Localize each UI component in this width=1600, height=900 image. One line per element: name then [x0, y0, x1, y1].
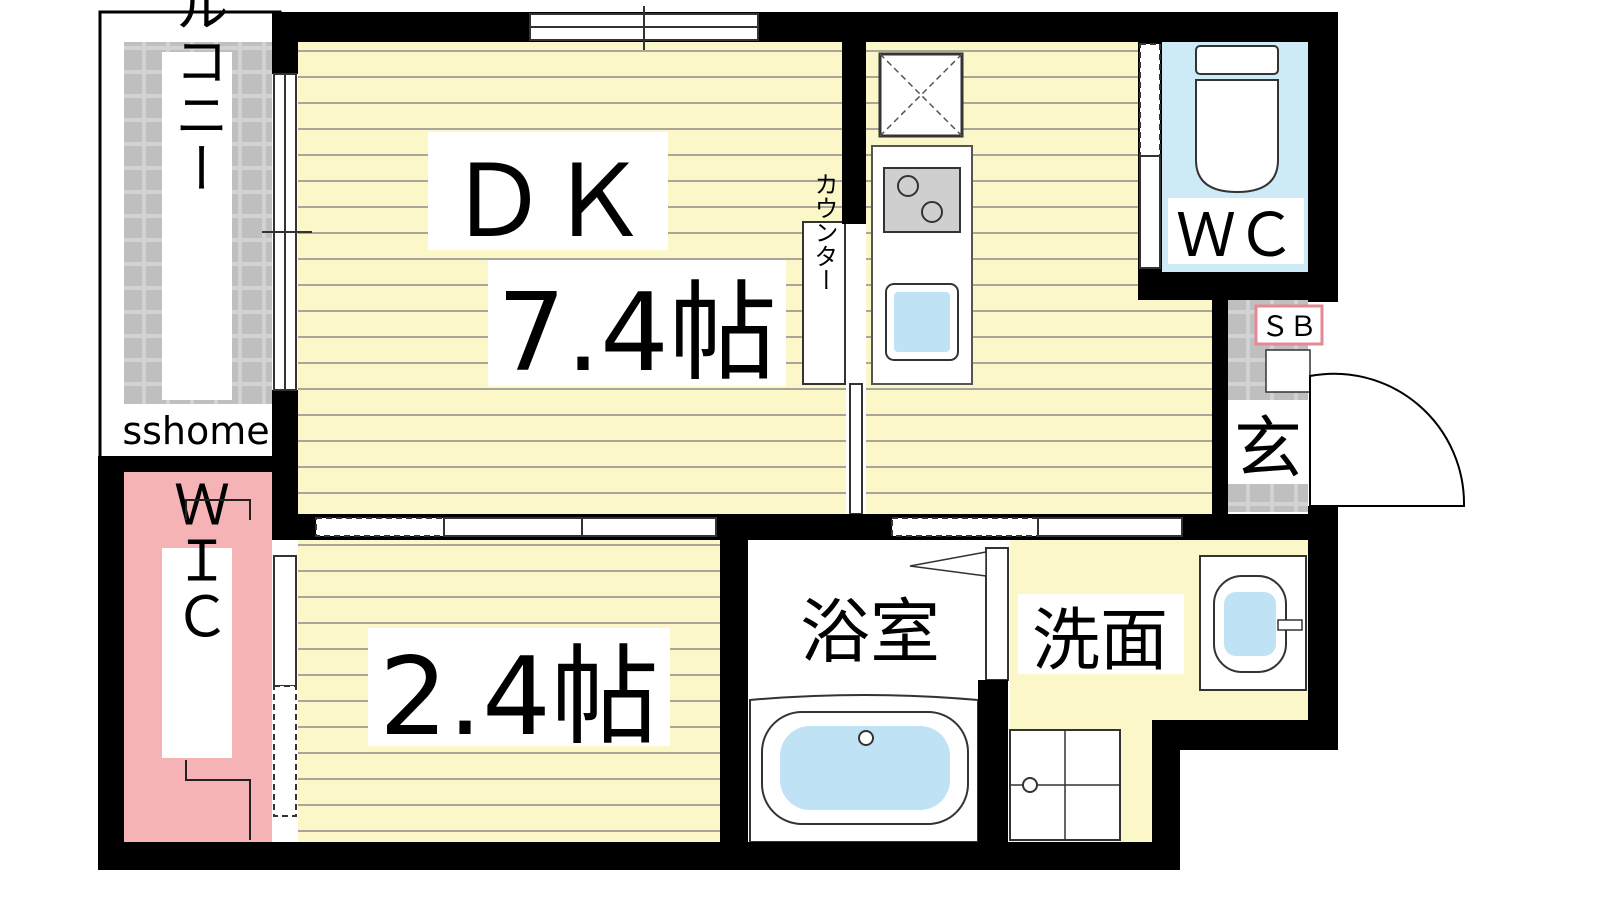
dk-size: 7.4帖	[497, 271, 777, 396]
watermark: sshome	[122, 409, 269, 453]
entrance-label: 玄	[1234, 410, 1302, 489]
washroom: 洗面	[1009, 540, 1308, 842]
shoe-box-label: ＳＢ	[1261, 310, 1317, 343]
kitchen: カウンター	[802, 52, 973, 515]
western-size: 2.4帖	[379, 635, 659, 760]
balcony-label: バルコニー	[166, 0, 229, 195]
bath-label: 浴室	[800, 591, 940, 673]
dk-room: ＤＫ 7.4帖	[298, 42, 1212, 514]
dk-label: ＤＫ	[448, 143, 648, 260]
counter-label: カウンター	[810, 172, 838, 292]
wic-label: ＷＩＣ	[165, 476, 230, 644]
openings	[262, 6, 1183, 817]
wc-label: ＷＣ	[1176, 201, 1296, 271]
washroom-label: 洗面	[1032, 602, 1168, 681]
bath-room: 浴室	[748, 540, 1009, 843]
western-room: 2.4帖	[298, 540, 720, 842]
entrance-area: ＳＢ 玄	[1228, 300, 1466, 512]
wic-room: ＷＩＣ	[124, 472, 272, 842]
entrance-door-swing	[1309, 372, 1466, 507]
wc-room: ＷＣ	[1162, 42, 1310, 272]
toilet-icon	[1195, 45, 1279, 75]
stove-icon	[883, 167, 961, 233]
balcony: バルコニー sshome	[98, 0, 282, 462]
